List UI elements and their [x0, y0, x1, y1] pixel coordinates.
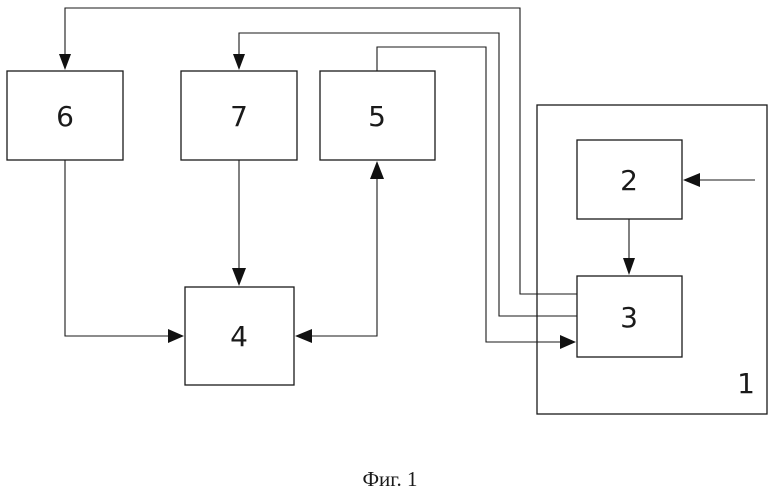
block-5: 5 [320, 71, 435, 160]
arrow-down-icon [233, 54, 245, 70]
block-1-label: 1 [737, 367, 755, 400]
connector-4-to-5 [295, 161, 384, 343]
arrow-down-icon [232, 268, 246, 286]
block-4: 4 [185, 287, 294, 385]
block-7: 7 [181, 71, 297, 160]
arrow-right-icon [168, 329, 184, 343]
arrow-down-icon [59, 54, 71, 70]
connector-6-to-4 [65, 160, 184, 343]
block-7-label: 7 [230, 100, 248, 133]
arrow-left-icon [295, 329, 312, 343]
figure-caption: Фиг. 1 [0, 467, 780, 492]
block-6-label: 6 [56, 100, 74, 133]
block-3: 3 [577, 276, 682, 357]
block-5-label: 5 [368, 100, 386, 133]
block-6: 6 [7, 71, 123, 160]
block-3-label: 3 [620, 301, 638, 334]
block-2-label: 2 [620, 164, 638, 197]
block-4-label: 4 [230, 320, 248, 353]
block-2: 2 [577, 140, 682, 219]
connector-7-to-4 [232, 160, 246, 286]
arrow-up-icon [370, 161, 384, 179]
